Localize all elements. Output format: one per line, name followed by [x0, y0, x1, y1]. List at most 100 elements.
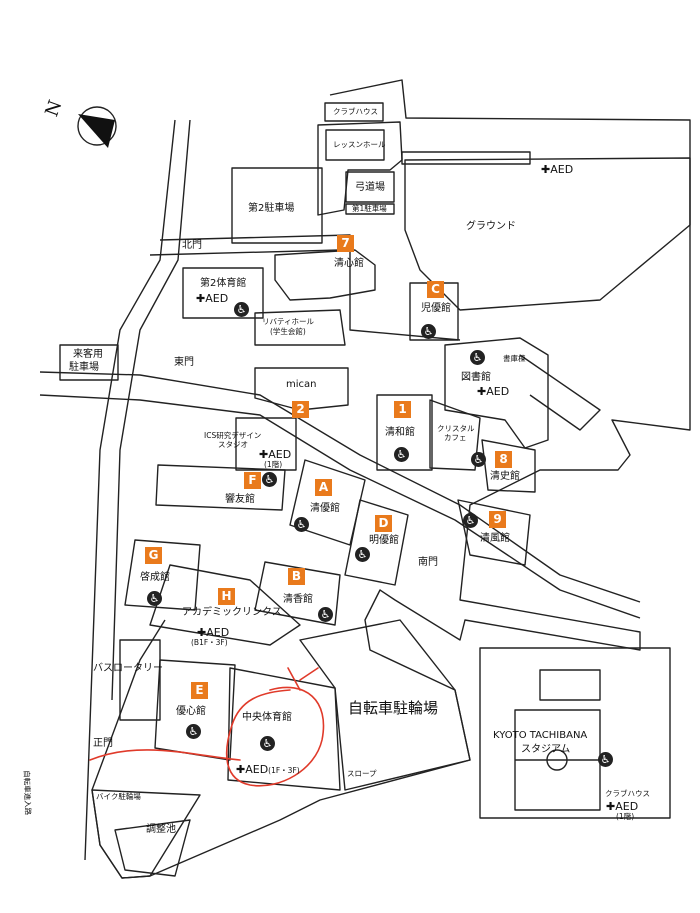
wheelchair-icon: ♿ — [463, 513, 478, 528]
ics-studio-2: スタジオ — [218, 440, 248, 449]
aed-plus-icon: ✚ — [606, 800, 616, 813]
aed-academic: ✚AED — [197, 626, 229, 639]
aed-gym2: ✚AED — [196, 292, 228, 305]
wheelchair-icon: ♿ — [471, 452, 486, 467]
aed-ics-label: AED — [268, 448, 292, 461]
aed-central-label: AED — [245, 763, 269, 776]
wheelchair-icon: ♿ — [294, 517, 309, 532]
wheelchair-icon: ♿ — [470, 350, 485, 365]
east-road — [39, 371, 641, 603]
visitor-parking-1: 来客用 — [73, 349, 103, 360]
parking2-shape — [231, 167, 323, 244]
central-gym: 中央体育館 — [242, 712, 292, 723]
north-arrow-icon — [77, 106, 117, 148]
wheelchair-icon: ♿ — [262, 472, 277, 487]
liberty-hall-sub: (学生会館) — [270, 327, 306, 336]
stadium-shape — [479, 647, 671, 819]
east-gate: 東門 — [174, 357, 194, 368]
lesson-hall: レッスンホール — [333, 140, 386, 149]
mican: mican — [286, 379, 317, 390]
ground: グラウンド — [466, 221, 516, 232]
seiyukan: 清優館 — [310, 503, 340, 514]
aed-academic-floor: (B1F・3F) — [191, 638, 228, 647]
badge-2: 2 — [292, 401, 309, 418]
aed-plus-icon: ✚ — [236, 763, 246, 776]
visitor-parking-2: 駐車場 — [69, 362, 99, 373]
stadium-line1: KYOTO TACHIBANA — [493, 730, 588, 741]
aed-stadium: ✚AED — [606, 800, 638, 813]
liberty-hall: リバティホール — [262, 317, 315, 326]
badge-9: 9 — [489, 511, 506, 528]
aed-stadium-floor: (1階) — [616, 812, 635, 821]
badge-f: F — [244, 472, 261, 489]
wheelchair-icon: ♿ — [147, 591, 162, 606]
seifukan: 清風館 — [480, 533, 510, 544]
wheelchair-icon: ♿ — [318, 607, 333, 622]
pond: 調整池 — [146, 824, 176, 835]
wheelchair-icon: ♿ — [260, 736, 275, 751]
archery-range: 弓道場 — [355, 182, 385, 193]
badge-h: H — [218, 588, 235, 605]
seiwakan: 清和館 — [385, 427, 415, 438]
seishikan: 清史館 — [490, 471, 520, 482]
club-house-stadium: クラブハウス — [605, 789, 650, 798]
wheelchair-icon: ♿ — [355, 547, 370, 562]
meiyukan: 明優館 — [369, 535, 399, 546]
aed-gym2-label: AED — [205, 292, 229, 305]
academic-links: アカデミックリンクス — [182, 607, 282, 618]
north-gate: 北門 — [182, 240, 202, 251]
aed-stadium-label: AED — [615, 800, 639, 813]
south-gate: 南門 — [418, 557, 438, 568]
aed-library: ✚AED — [477, 385, 509, 398]
gym2: 第2体育館 — [200, 278, 247, 289]
kyoyukan: 響友館 — [225, 494, 255, 505]
parking1: 第1駐車場 — [352, 204, 387, 213]
wheelchair-icon: ♿ — [394, 447, 409, 462]
aed-library-label: AED — [486, 385, 510, 398]
club-house-top: クラブハウス — [333, 107, 378, 116]
parking2: 第2駐車場 — [248, 203, 295, 214]
stadium-line2: スタジアム — [521, 744, 571, 755]
seishinkan: 清心館 — [334, 258, 364, 269]
wheelchair-icon: ♿ — [234, 302, 249, 317]
badge-d: D — [375, 515, 392, 532]
west-road — [84, 119, 176, 861]
wheelchair-icon: ♿ — [186, 724, 201, 739]
badge-8: 8 — [495, 451, 512, 468]
aed-plus-icon: ✚ — [196, 292, 206, 305]
aed-plus-icon: ✚ — [541, 163, 551, 176]
badge-e: E — [191, 682, 208, 699]
badge-g: G — [145, 547, 162, 564]
aed-top: ✚AED — [541, 163, 573, 176]
aed-ics-floor: (1階) — [264, 460, 283, 469]
badge-7: 7 — [337, 235, 354, 252]
yushinkan: 優心館 — [176, 706, 206, 717]
annex: 書庫棟 — [503, 354, 526, 363]
slope: スロープ — [347, 769, 377, 778]
aed-plus-icon: ✚ — [259, 448, 269, 461]
wheelchair-icon: ♿ — [421, 324, 436, 339]
aed-plus-icon: ✚ — [477, 385, 487, 398]
aed-central: ✚AED(1F・3F) — [236, 763, 300, 776]
wheelchair-icon: ♿ — [598, 752, 613, 767]
library: 図書館 — [461, 372, 491, 383]
crystal-cafe-1: クリスタル — [437, 424, 475, 433]
crystal-cafe-2: カフェ — [444, 433, 467, 442]
bicycle-parking: 自転車駐輪場 — [348, 699, 439, 717]
aed-ics: ✚AED — [259, 448, 291, 461]
keiseikan: 啓成館 — [140, 572, 170, 583]
ics-studio-1: ICS研究デザイン — [204, 431, 262, 440]
main-gate: 正門 — [93, 738, 113, 749]
annotation-circle — [89, 667, 325, 787]
aed-plus-icon: ✚ — [197, 626, 207, 639]
badge-a: A — [315, 479, 332, 496]
aed-top-label: AED — [550, 163, 574, 176]
seikokan: 清香館 — [283, 594, 313, 605]
aed-academic-label: AED — [206, 626, 230, 639]
badge-b: B — [288, 568, 305, 585]
ground-shape — [404, 157, 691, 311]
badge-c: C — [427, 281, 444, 298]
badge-1: 1 — [394, 401, 411, 418]
bike-parking: バイク駐輪場 — [96, 792, 141, 801]
